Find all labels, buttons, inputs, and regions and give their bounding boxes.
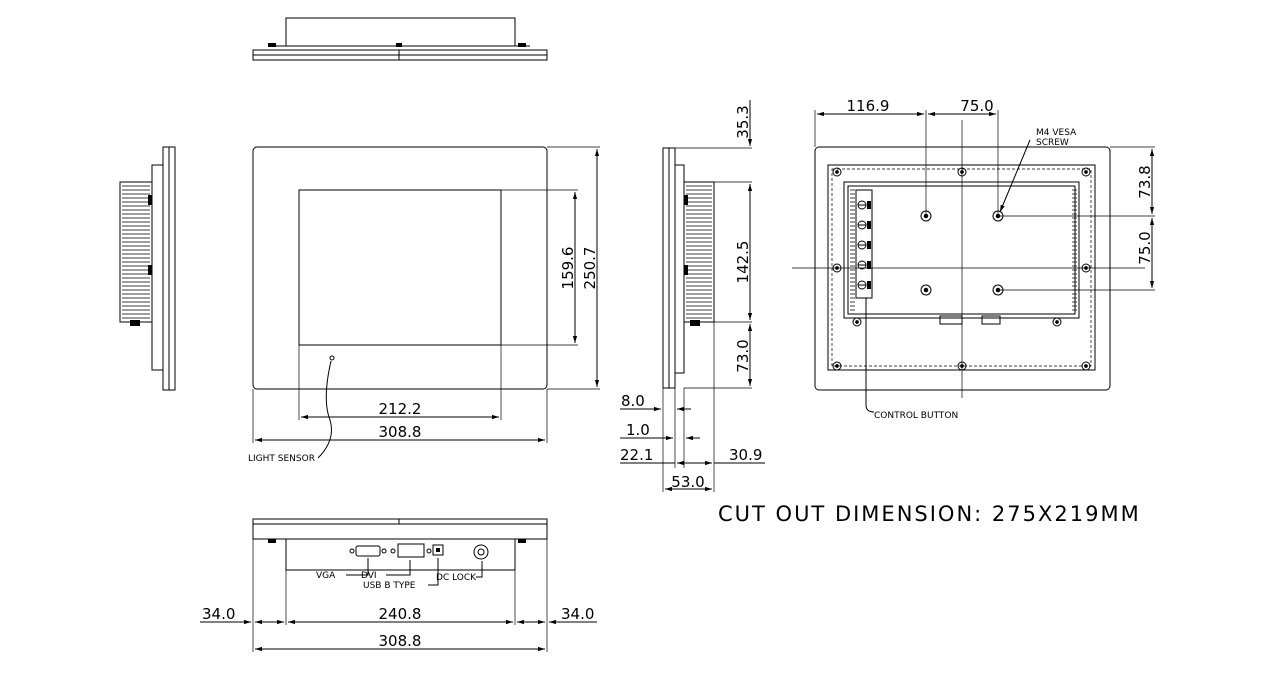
dvi-label: DVI	[361, 571, 377, 581]
dim-front-depth: 22.1	[620, 446, 653, 464]
right-side-view: 35.3 142.5 73.0 8.0 1.0 22.1 30.9 53.0	[620, 100, 765, 492]
dim-rear-vesa-h: 75.0	[960, 97, 993, 115]
light-sensor-label: LIGHT SENSOR	[248, 454, 315, 464]
dim-bottom-housing: 240.8	[379, 605, 422, 623]
dim-side-middle: 142.5	[734, 241, 752, 284]
dim-side-bottom: 73.0	[734, 339, 752, 372]
dim-total-depth: 53.0	[671, 473, 704, 491]
dim-bottom-right: 34.0	[561, 605, 594, 623]
dim-overall-width: 308.8	[379, 423, 422, 441]
vesa-label-line2: SCREW	[1036, 138, 1069, 148]
cutout-dimension-note: CUT OUT DIMENSION: 275X219MM	[718, 502, 1141, 526]
control-button-label: CONTROL BUTTON	[874, 411, 958, 421]
dim-bottom-overall: 308.8	[379, 632, 422, 650]
dim-viewable-height: 159.6	[559, 247, 577, 290]
dim-bottom-left: 34.0	[202, 605, 235, 623]
usb-port	[432, 544, 444, 556]
usb-label: USB B TYPE	[363, 581, 416, 591]
rear-screw	[1052, 317, 1062, 327]
dc-lock-label: DC LOCK	[436, 573, 477, 583]
dim-rear-depth: 30.9	[729, 446, 762, 464]
vesa-hole	[920, 284, 932, 296]
rear-screw	[852, 317, 862, 327]
vesa-label-line1: M4 VESA	[1036, 128, 1077, 138]
rear-screw	[1081, 361, 1091, 371]
dvi-port	[397, 543, 425, 558]
dim-overall-height: 250.7	[581, 247, 599, 290]
rear-screw	[1081, 167, 1091, 177]
vga-port	[355, 545, 381, 557]
rear-screw	[832, 167, 842, 177]
vga-label: VGA	[316, 571, 336, 581]
dim-viewable-width: 212.2	[379, 400, 422, 418]
front-view: 159.6 250.7 212.2 308.8 LIGHT SENSOR	[248, 146, 600, 464]
bottom-view: VGA DVI USB B TYPE DC LOCK 34.0 240.8 34…	[200, 518, 597, 652]
dim-panel: 1.0	[626, 421, 650, 439]
top-view	[252, 17, 548, 61]
dim-rear-vesa-v: 75.0	[1136, 231, 1154, 264]
dim-bezel: 8.0	[621, 392, 645, 410]
dim-rear-left: 116.9	[847, 97, 890, 115]
rear-screw	[832, 361, 842, 371]
rear-view: 116.9 75.0 73.8 75.0 M4 VESA SCREW CONTR…	[792, 97, 1155, 421]
dim-side-top: 35.3	[734, 105, 752, 138]
dim-rear-top: 73.8	[1136, 165, 1154, 198]
left-side-view	[119, 146, 176, 391]
dc-lock-port	[473, 544, 489, 560]
